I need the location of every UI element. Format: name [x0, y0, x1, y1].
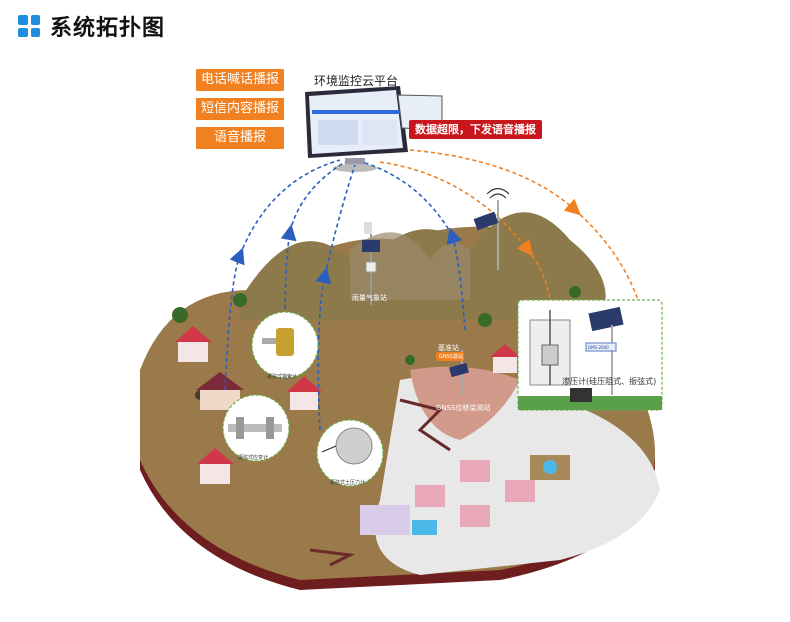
- rain-station-label: 雨量气象站: [352, 293, 387, 302]
- sensor-strain-circle: [222, 394, 290, 462]
- gnss-base-station: [473, 187, 510, 270]
- earth-pressure-sensor-label: 振弦式土压力计: [330, 479, 365, 486]
- platform-label: 环境监控云平台: [314, 74, 399, 88]
- voice-broadcast-button[interactable]: 语音播报: [196, 127, 284, 149]
- header: 系统拓扑图: [18, 10, 165, 42]
- gnss-badge-label: GNSS基站: [439, 353, 463, 360]
- base-station-label: 基准站: [438, 343, 459, 352]
- alarm-badge: 数据超限，下发语音播报: [409, 120, 542, 139]
- anchor-sensor-label: 振弦式锚索计: [267, 373, 297, 380]
- gnss-monitor-station: [436, 350, 469, 395]
- phone-broadcast-button[interactable]: 电话喊话播报: [196, 69, 284, 91]
- sms-broadcast-button[interactable]: 短信内容播报: [196, 98, 284, 120]
- gnss-monitor-label: GNSS位移监测站: [436, 403, 491, 412]
- piezometer-panel: [517, 299, 663, 411]
- uplink-arrows: [224, 159, 466, 431]
- antenna-icon: [489, 193, 507, 199]
- solar-panel-icon: [588, 306, 624, 332]
- house-icon: [175, 326, 570, 535]
- strain-sensor-label: 振弦式应变计: [238, 454, 268, 461]
- rain-weather-station: [362, 222, 380, 305]
- grid-logo-icon: [18, 15, 40, 37]
- downlink-arrows: [379, 149, 639, 301]
- piezometer-label: 渗压计(硅压阻式、振弦式): [562, 376, 656, 386]
- solar-panel-icon: [362, 240, 380, 252]
- panel-screen-text: DMS-2000: [588, 345, 609, 350]
- sensor-anchor-circle: [251, 311, 319, 379]
- page-title: 系统拓扑图: [50, 16, 166, 41]
- sensor-earth-pressure-circle: [316, 419, 384, 487]
